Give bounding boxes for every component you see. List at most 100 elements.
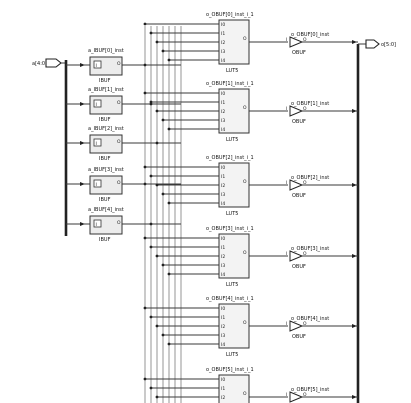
obuf-pin-out: O bbox=[303, 321, 307, 327]
obuf-inst-label: o_OBUF[3]_inst bbox=[291, 246, 329, 252]
lut-output-pin-label: O bbox=[243, 250, 247, 256]
ibuf-pin-out: O bbox=[117, 61, 121, 67]
lut-input-pin-label: I4 bbox=[221, 272, 225, 278]
arrow-icon bbox=[80, 141, 85, 145]
lut-input-pin-label: I1 bbox=[221, 386, 225, 392]
lut-input-pin-label: I4 bbox=[221, 201, 225, 207]
junction-dot bbox=[155, 324, 159, 328]
lut-input-pin-label: I0 bbox=[221, 377, 225, 383]
ibuf-pin-in: I bbox=[96, 141, 97, 147]
lut-input-pin-label: I0 bbox=[221, 236, 225, 242]
lut-input-pin-label: I3 bbox=[221, 263, 225, 269]
obuf-triangle-icon bbox=[289, 320, 304, 332]
lut5-block bbox=[218, 19, 250, 65]
ibuf-symbol-icon bbox=[93, 99, 102, 108]
ibuf-inst-label: a_IBUF[4]_inst bbox=[88, 207, 124, 213]
obuf-pin-out: O bbox=[303, 392, 307, 398]
ibuf-pin-out: O bbox=[117, 100, 121, 106]
lut-input-pin-label: I2 bbox=[221, 40, 225, 46]
obuf-type-label: OBUF bbox=[292, 264, 306, 270]
junction-dot bbox=[167, 201, 171, 205]
arrow-icon bbox=[352, 395, 357, 399]
arrow-icon bbox=[352, 40, 357, 44]
junction-dot bbox=[149, 102, 153, 106]
junction-dot bbox=[149, 222, 153, 226]
lut-input-pin-label: I1 bbox=[221, 315, 225, 321]
input-port-symbol bbox=[45, 58, 62, 68]
obuf-pin-in: I bbox=[286, 106, 287, 112]
arrow-icon bbox=[80, 182, 85, 186]
lut-input-pin-label: I3 bbox=[221, 49, 225, 55]
junction-dot bbox=[143, 63, 147, 67]
obuf-triangle-icon bbox=[289, 36, 304, 48]
lut5-block bbox=[218, 88, 250, 134]
junction-dot bbox=[149, 31, 153, 35]
lut-inst-label: o_OBUF[5]_inst_i_1 bbox=[206, 367, 254, 373]
obuf-pin-in: I bbox=[286, 180, 287, 186]
ibuf-symbol-icon bbox=[93, 138, 102, 147]
junction-dot bbox=[143, 165, 147, 169]
ibuf-pin-out: O bbox=[117, 220, 121, 226]
lut5-block bbox=[218, 162, 250, 208]
obuf-pin-out: O bbox=[303, 106, 307, 112]
obuf-pin-in: I bbox=[286, 392, 287, 398]
lut-output-pin-label: O bbox=[243, 36, 247, 42]
lut-input-pin-label: I1 bbox=[221, 100, 225, 106]
lut-inst-label: o_OBUF[2]_inst_i_1 bbox=[206, 155, 254, 161]
junction-dot bbox=[149, 386, 153, 390]
ibuf-symbol-icon bbox=[93, 60, 102, 69]
junction-dot bbox=[161, 118, 165, 122]
ibuf-type-label: IBUF bbox=[99, 78, 111, 84]
junction-dot bbox=[167, 272, 171, 276]
ibuf-symbol-icon bbox=[93, 219, 102, 228]
obuf-pin-in: I bbox=[286, 37, 287, 43]
lut-input-pin-label: I2 bbox=[221, 183, 225, 189]
ibuf-symbol-icon bbox=[93, 179, 102, 188]
obuf-type-label: OBUF bbox=[292, 119, 306, 125]
lut-input-pin-label: I3 bbox=[221, 118, 225, 124]
lut-type-label: LUT5 bbox=[226, 282, 238, 288]
arrow-icon bbox=[80, 222, 85, 226]
ibuf-pin-in: I bbox=[96, 222, 97, 228]
junction-dot bbox=[155, 395, 159, 399]
lut-input-pin-label: I0 bbox=[221, 306, 225, 312]
arrow-icon bbox=[352, 183, 357, 187]
junction-dot bbox=[143, 91, 147, 95]
junction-dot bbox=[161, 192, 165, 196]
obuf-pin-in: I bbox=[286, 251, 287, 257]
obuf-pin-in: I bbox=[286, 321, 287, 327]
junction-dot bbox=[161, 333, 165, 337]
lut-input-pin-label: I1 bbox=[221, 245, 225, 251]
arrow-icon bbox=[352, 324, 357, 328]
lut-input-pin-label: I2 bbox=[221, 254, 225, 260]
junction-dot bbox=[143, 377, 147, 381]
lut-output-pin-label: O bbox=[243, 179, 247, 185]
lut-input-pin-label: I3 bbox=[221, 192, 225, 198]
junction-dot bbox=[149, 100, 153, 104]
obuf-inst-label: o_OBUF[5]_inst bbox=[291, 387, 329, 393]
obuf-pin-out: O bbox=[303, 180, 307, 186]
wires-layer bbox=[61, 22, 366, 403]
junction-dot bbox=[149, 245, 153, 249]
lut5-block bbox=[218, 374, 250, 403]
arrow-icon bbox=[352, 254, 357, 258]
ibuf-pin-in: I bbox=[96, 63, 97, 69]
ibuf-pin-in: I bbox=[96, 182, 97, 188]
lut-input-pin-label: I2 bbox=[221, 109, 225, 115]
lut-input-pin-label: I0 bbox=[221, 165, 225, 171]
obuf-type-label: OBUF bbox=[292, 193, 306, 199]
obuf-triangle-icon bbox=[289, 391, 304, 403]
junction-dot bbox=[149, 174, 153, 178]
lut-inst-label: o_OBUF[4]_inst_i_1 bbox=[206, 296, 254, 302]
junction-dot bbox=[161, 263, 165, 267]
lut-input-pin-label: I2 bbox=[221, 395, 225, 401]
output-port-label: o[5:0] bbox=[381, 42, 396, 48]
junction-dot bbox=[143, 22, 147, 26]
ibuf-type-label: IBUF bbox=[99, 197, 111, 203]
lut-type-label: LUT5 bbox=[226, 211, 238, 217]
ibuf-type-label: IBUF bbox=[99, 237, 111, 243]
arrow-icon bbox=[352, 109, 357, 113]
ibuf-type-label: IBUF bbox=[99, 117, 111, 123]
